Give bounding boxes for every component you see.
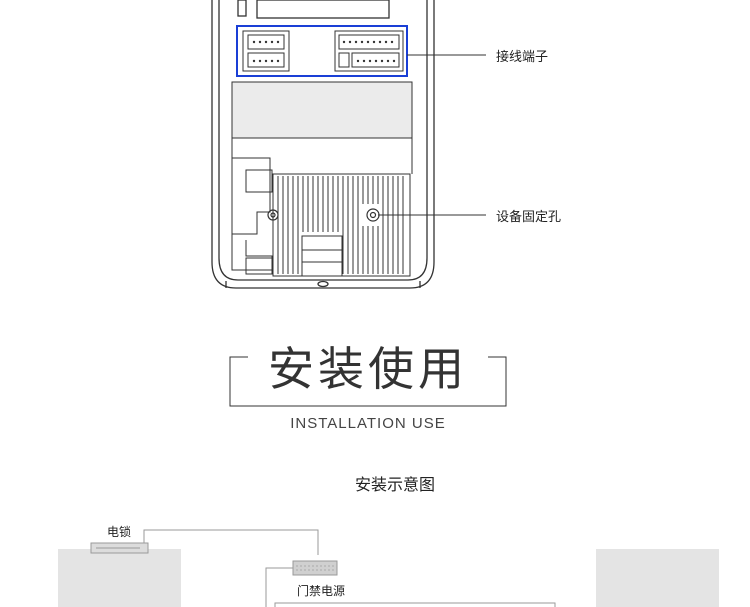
side-bracket [231,157,273,275]
mounting-hole-right-center [369,211,377,219]
left-door-panel [58,549,181,607]
mounting-hole-left [267,209,279,221]
install-diagram-heading: 安装示意图 [354,475,435,494]
access-power-shape [292,560,338,576]
middle-panel [231,81,413,174]
terminal-highlight-box [236,25,408,77]
terminal-block [236,25,408,77]
mounting-hole-right [366,208,380,222]
install-schematic [58,529,719,607]
electric-lock-label: 电锁 [107,525,132,539]
right-door-panel [596,549,719,607]
power-wire-bottom [274,602,556,607]
mounting-hole-callout-label: 设备固定孔 [496,210,562,225]
ribbed-panel [272,173,411,277]
section-title: 安装使用 [268,342,468,396]
section-subtitle: INSTALLATION USE [290,415,446,432]
lock-wire [143,529,319,555]
terminal-callout-label: 接线端子 [496,50,549,65]
access-power-label: 门禁电源 [297,584,346,598]
mounting-hole-left-center [270,212,276,218]
device-body [211,0,435,289]
section-title-frame [229,356,507,407]
power-wire-left [265,567,293,607]
